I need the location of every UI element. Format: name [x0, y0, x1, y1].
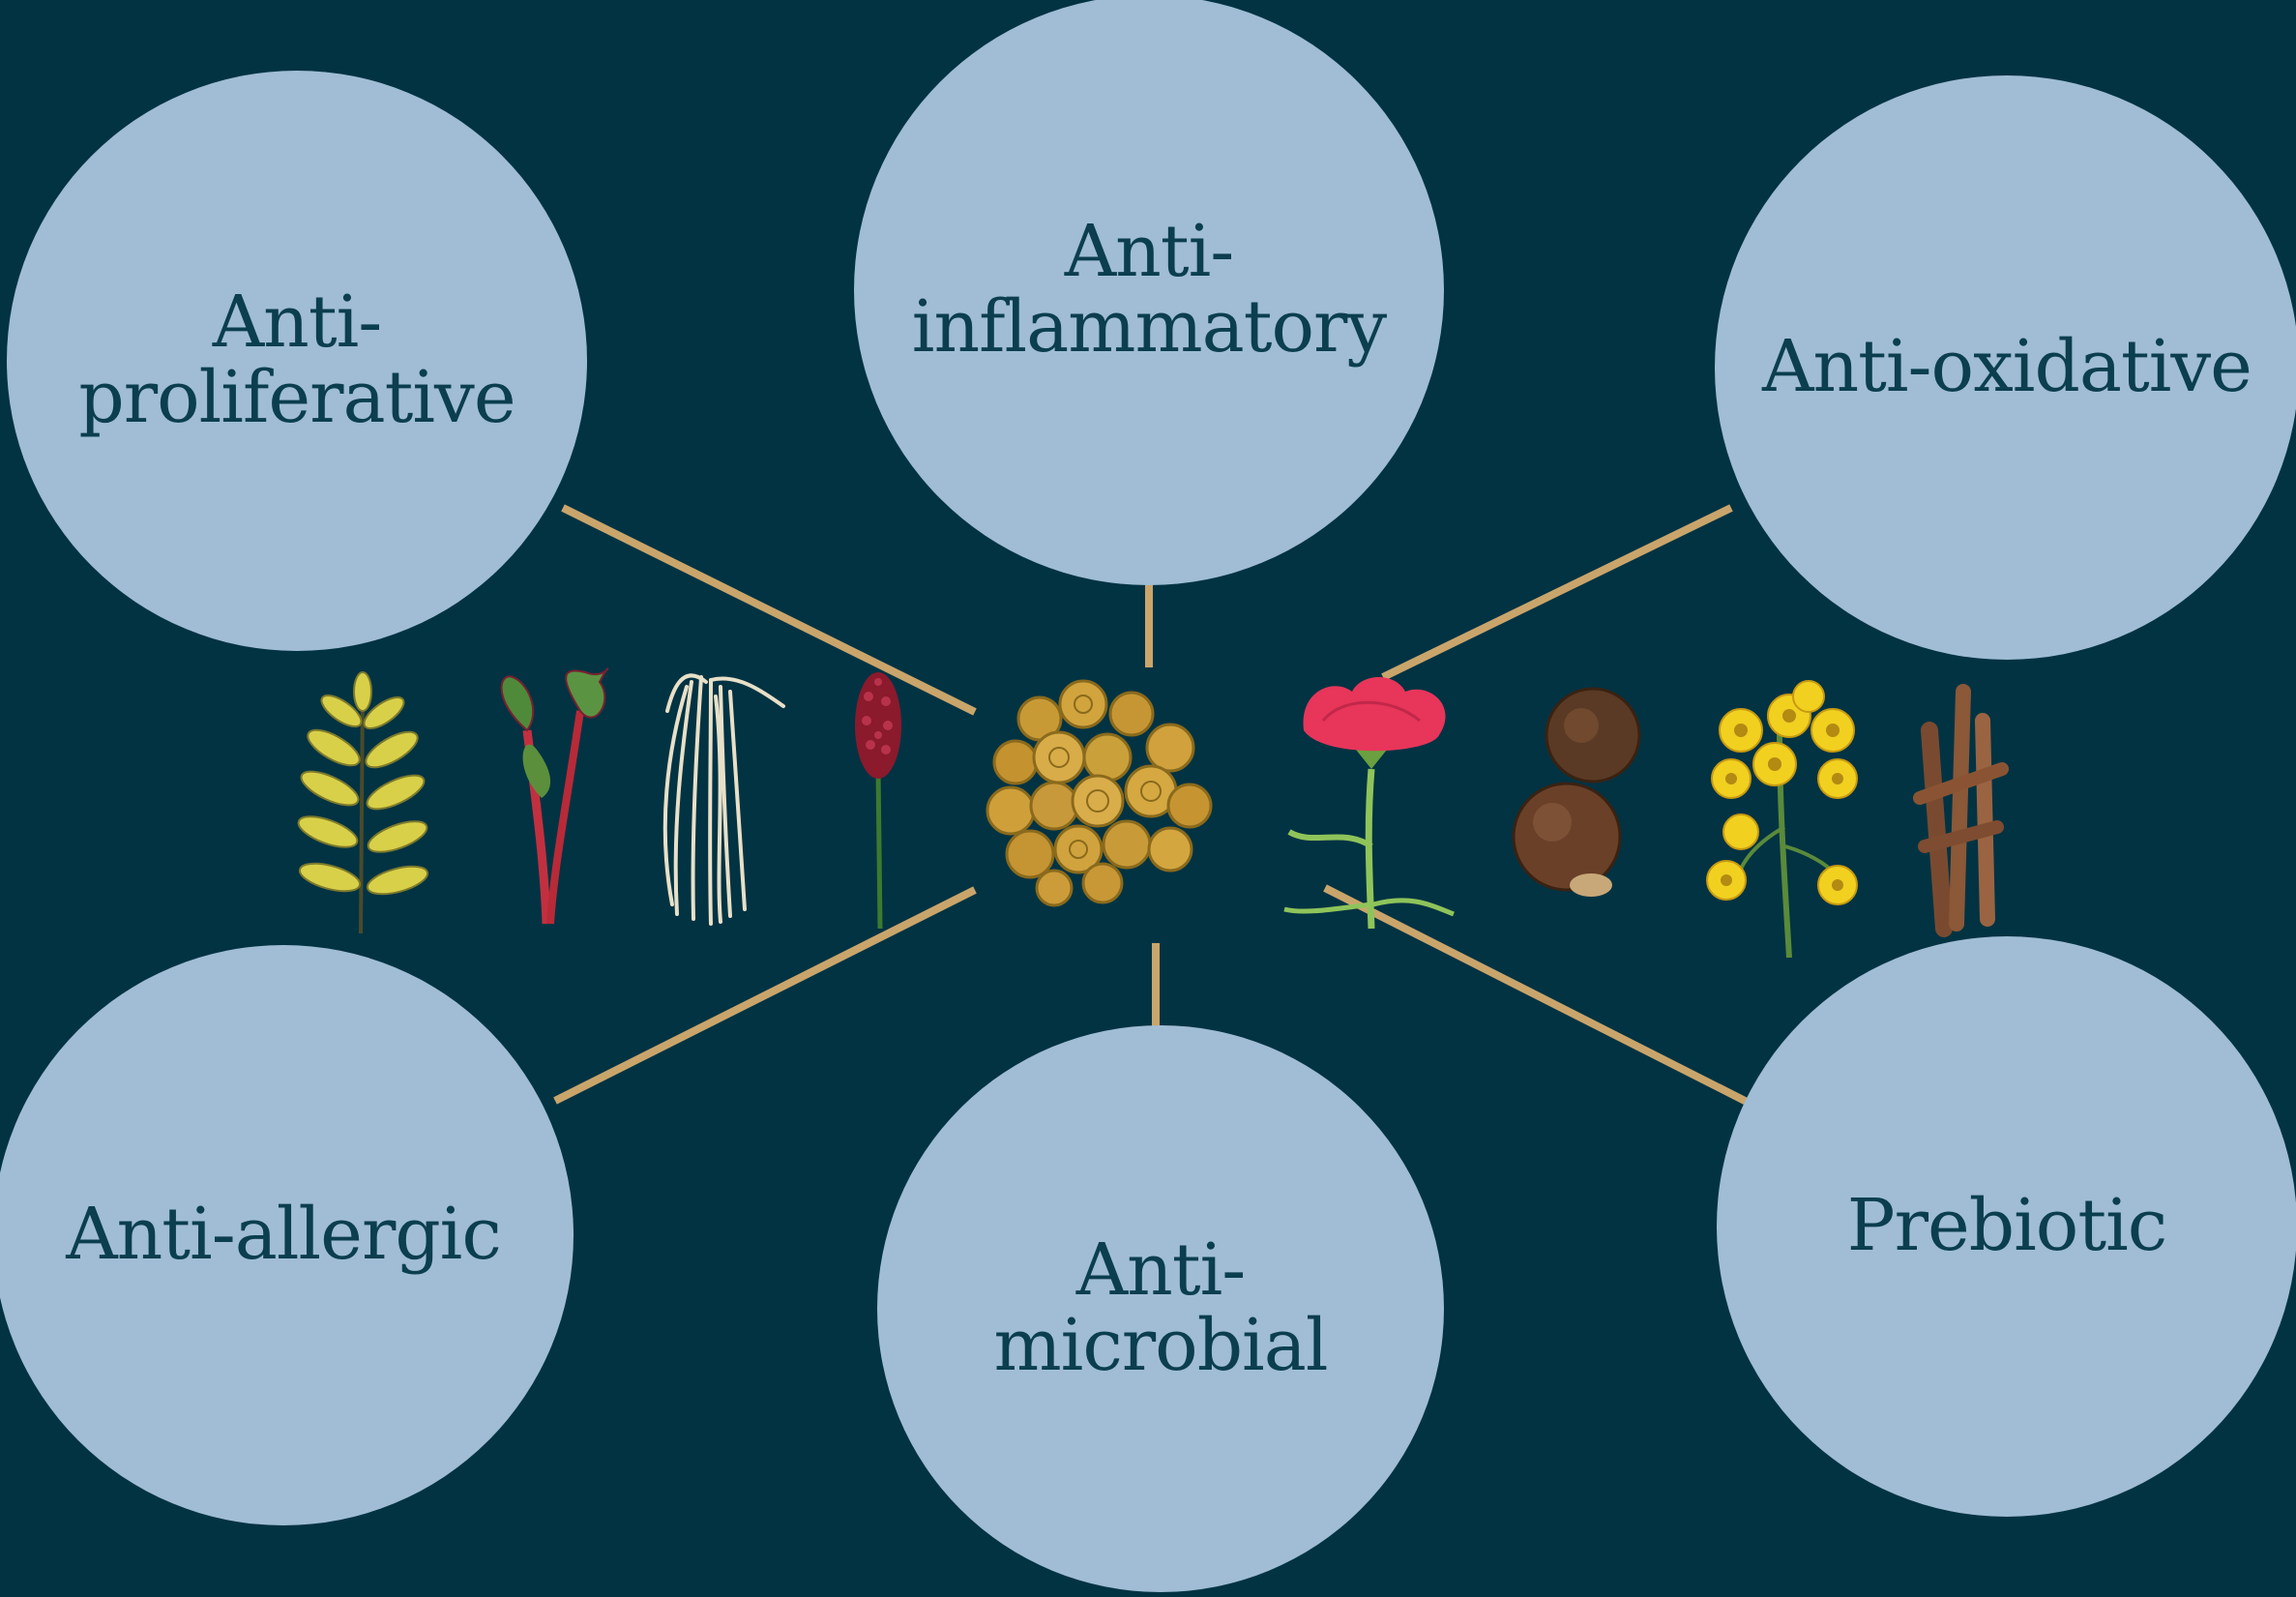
- node-anti-microbial: Anti-microbial: [877, 1025, 1444, 1592]
- connector-line-anti-proliferative: [563, 508, 975, 712]
- licorice-icon: [1920, 692, 2002, 929]
- label-anti-microbial-line-2: microbial: [993, 1304, 1327, 1387]
- label-anti-oxidative-line-1: Anti-oxidative: [1761, 325, 2252, 408]
- root-slices-icon: [987, 681, 1211, 905]
- node-anti-inflammatory: Anti-inflammatory: [854, 0, 1444, 585]
- leaf-sprig-icon: [295, 672, 430, 933]
- burnet-icon: [855, 672, 901, 929]
- roots-icon: [665, 675, 783, 924]
- label-anti-inflammatory-line-1: Anti-: [1064, 210, 1234, 293]
- carnation-icon: [1284, 677, 1454, 929]
- connector-line-anti-oxidative: [1383, 508, 1731, 677]
- node-prebiotic: Prebiotic: [1717, 936, 2296, 1517]
- chard-icon: [502, 668, 608, 924]
- daisy-icon: [1707, 681, 1857, 958]
- label-prebiotic-line-1: Prebiotic: [1847, 1184, 2166, 1267]
- node-anti-proliferative: Anti-proliferative: [7, 71, 587, 651]
- label-anti-inflammatory-line-2: inflammatory: [912, 285, 1388, 369]
- plant-row: [295, 668, 2002, 958]
- label-anti-allergic-line-1: Anti-allergic: [65, 1193, 501, 1276]
- label-anti-microbial-line-1: Anti-: [1075, 1228, 1246, 1312]
- label-anti-proliferative-line-1: Anti-: [212, 281, 382, 364]
- connector-line-anti-allergic: [555, 890, 975, 1101]
- nuts-icon: [1514, 689, 1639, 897]
- label-anti-proliferative-line-2: proliferative: [78, 356, 515, 439]
- connector-line-prebiotic: [1325, 888, 1749, 1103]
- node-anti-oxidative: Anti-oxidative: [1715, 75, 2296, 660]
- node-anti-allergic: Anti-allergic: [0, 945, 574, 1525]
